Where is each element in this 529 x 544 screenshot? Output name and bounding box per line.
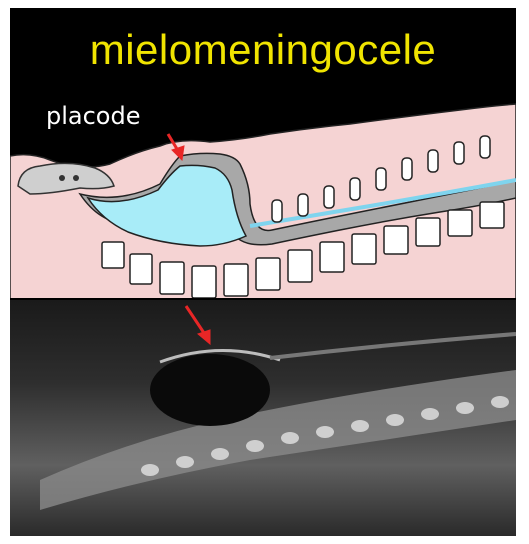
figure-title: mielomeningocele (10, 26, 516, 74)
figure-frame: mielomeningocele (10, 8, 516, 536)
us-sac (150, 354, 270, 426)
placode-label: placode (46, 102, 141, 130)
ultrasound-image (10, 300, 516, 536)
